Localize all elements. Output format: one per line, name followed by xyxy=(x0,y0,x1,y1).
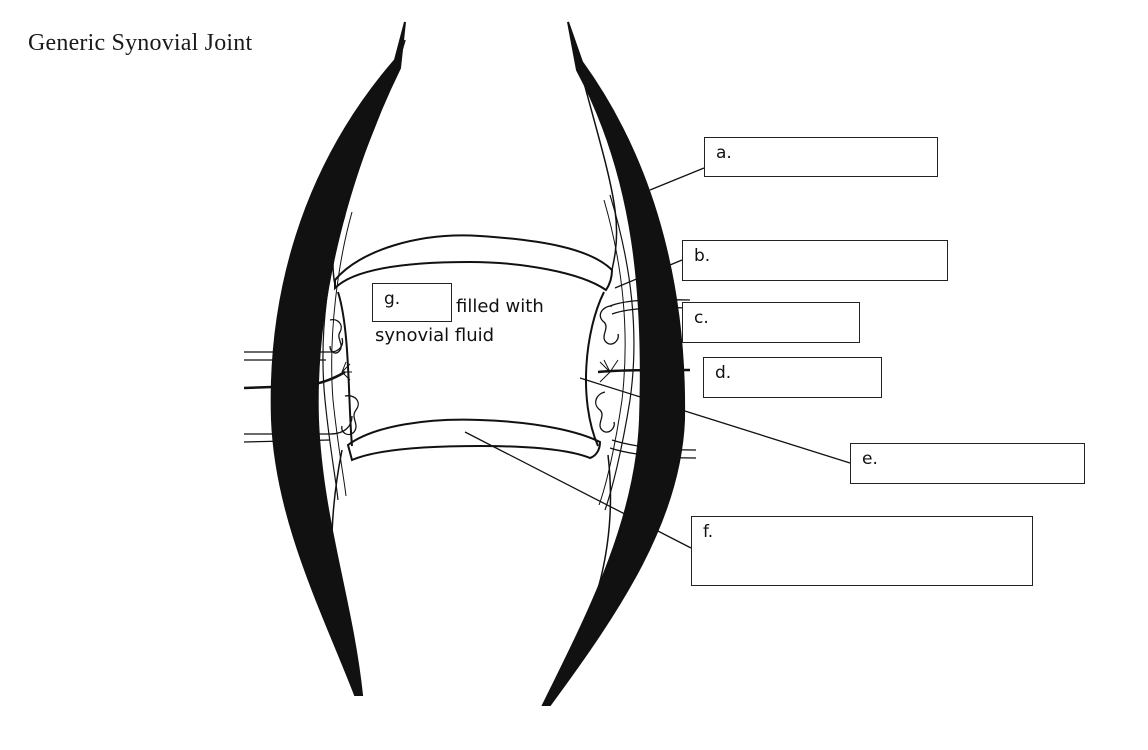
leader-line-f xyxy=(464,431,692,549)
left-vessel-bottom xyxy=(244,415,353,435)
label-e-text: e. xyxy=(862,449,878,469)
right-nerve-branches xyxy=(598,359,619,383)
label-a-text: a. xyxy=(716,143,732,163)
cavity-right-wall xyxy=(585,291,605,447)
label-b-text: b. xyxy=(694,246,711,266)
left-nerve-branches xyxy=(341,361,352,381)
label-box-g[interactable]: g. xyxy=(372,283,452,322)
right-synovial-membrane-inner xyxy=(598,199,626,506)
left-outer-ligament xyxy=(270,21,406,696)
label-box-d[interactable]: d. xyxy=(703,357,882,398)
label-c-text: c. xyxy=(694,308,709,328)
left-nerve-middle xyxy=(243,370,346,390)
leader-line-a xyxy=(649,167,705,191)
right-vessel-bottom-2 xyxy=(609,447,697,459)
label-d-text: d. xyxy=(715,363,732,383)
left-synovial-membrane-inner xyxy=(331,211,353,497)
right-nerve xyxy=(597,368,691,374)
label-box-b[interactable]: b. xyxy=(682,240,948,281)
leader-line-e xyxy=(579,377,851,464)
label-box-e[interactable]: e. xyxy=(850,443,1085,484)
left-vessel-bottom-2 xyxy=(243,439,331,443)
left-synovial-membrane xyxy=(322,214,346,501)
cavity-text-line2: synovial fluid xyxy=(375,325,495,346)
left-vessel-loop-top xyxy=(329,319,342,354)
right-vessel-loop-bottom xyxy=(595,391,615,433)
lower-articular-cartilage xyxy=(346,418,602,462)
diagram-title: Generic Synovial Joint xyxy=(28,30,253,56)
cavity-text-line1: filled with xyxy=(456,296,544,317)
right-vessel-loop-top xyxy=(599,305,619,345)
lower-bone-left-outline xyxy=(331,449,356,691)
right-vessel-top-2 xyxy=(611,307,691,315)
lower-bone-right-outline xyxy=(547,454,612,701)
label-box-c[interactable]: c. xyxy=(682,302,860,343)
right-vessel-top xyxy=(609,299,691,307)
upper-bone-left-outline xyxy=(332,39,406,286)
right-synovial-membrane xyxy=(604,194,635,511)
right-outer-ligament xyxy=(541,21,686,706)
left-vessel-loop-bottom xyxy=(341,395,359,436)
leader-line-b xyxy=(614,259,683,289)
upper-bone-right-outline xyxy=(572,39,618,286)
label-f-text: f. xyxy=(703,522,714,542)
label-box-f[interactable]: f. xyxy=(691,516,1033,586)
right-vessel-bottom xyxy=(611,439,697,451)
label-g-text: g. xyxy=(384,289,401,309)
left-vessel-top xyxy=(244,337,344,353)
label-box-a[interactable]: a. xyxy=(704,137,938,177)
upper-articular-cartilage xyxy=(334,234,614,292)
